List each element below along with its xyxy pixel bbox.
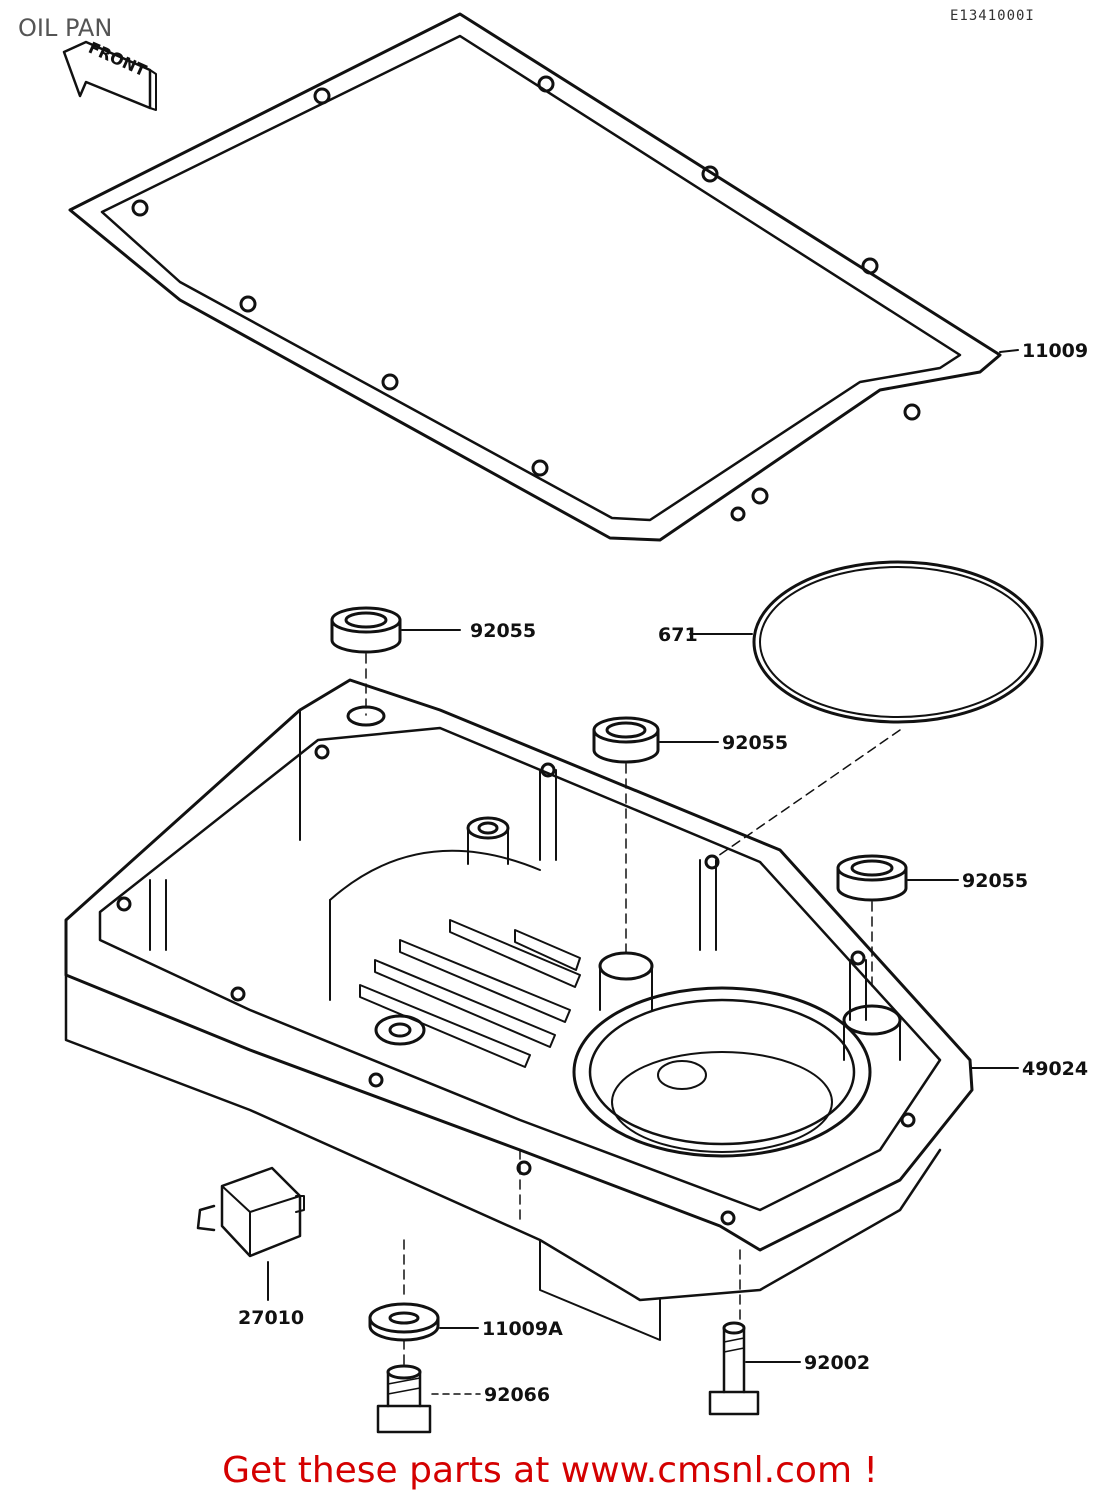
- label-oil-pan: 49024: [1022, 1058, 1088, 1080]
- front-label: FRONT: [86, 38, 150, 80]
- o-ring: [689, 560, 1044, 857]
- diagram-title: OIL PAN: [18, 14, 113, 42]
- label-oil-pressure-switch: 27010: [238, 1307, 304, 1329]
- seal-3: [836, 854, 959, 993]
- drain-plug: [376, 1364, 481, 1434]
- label-seal-2: 92055: [722, 732, 788, 754]
- label-drain-plug: 92066: [484, 1384, 550, 1406]
- oil-pressure-switch: [196, 1166, 305, 1301]
- label-seal-1: 92055: [470, 620, 536, 642]
- front-arrow-icon: [62, 40, 157, 111]
- footer-link[interactable]: Get these parts at www.cmsnl.com !: [222, 1450, 878, 1491]
- diagram-code: E1341000I: [950, 8, 1035, 24]
- washer: [368, 1302, 479, 1371]
- label-o-ring: 671: [658, 624, 698, 646]
- label-bolt: 92002: [804, 1352, 870, 1374]
- oil-pan: [64, 678, 1019, 1341]
- label-washer: 11009A: [482, 1318, 563, 1340]
- gasket: [68, 12, 1019, 542]
- label-gasket: 11009: [1022, 340, 1088, 362]
- seal-1: [330, 606, 461, 716]
- seal-2: [592, 716, 719, 956]
- label-seal-3: 92055: [962, 870, 1028, 892]
- bolt: [708, 1321, 801, 1416]
